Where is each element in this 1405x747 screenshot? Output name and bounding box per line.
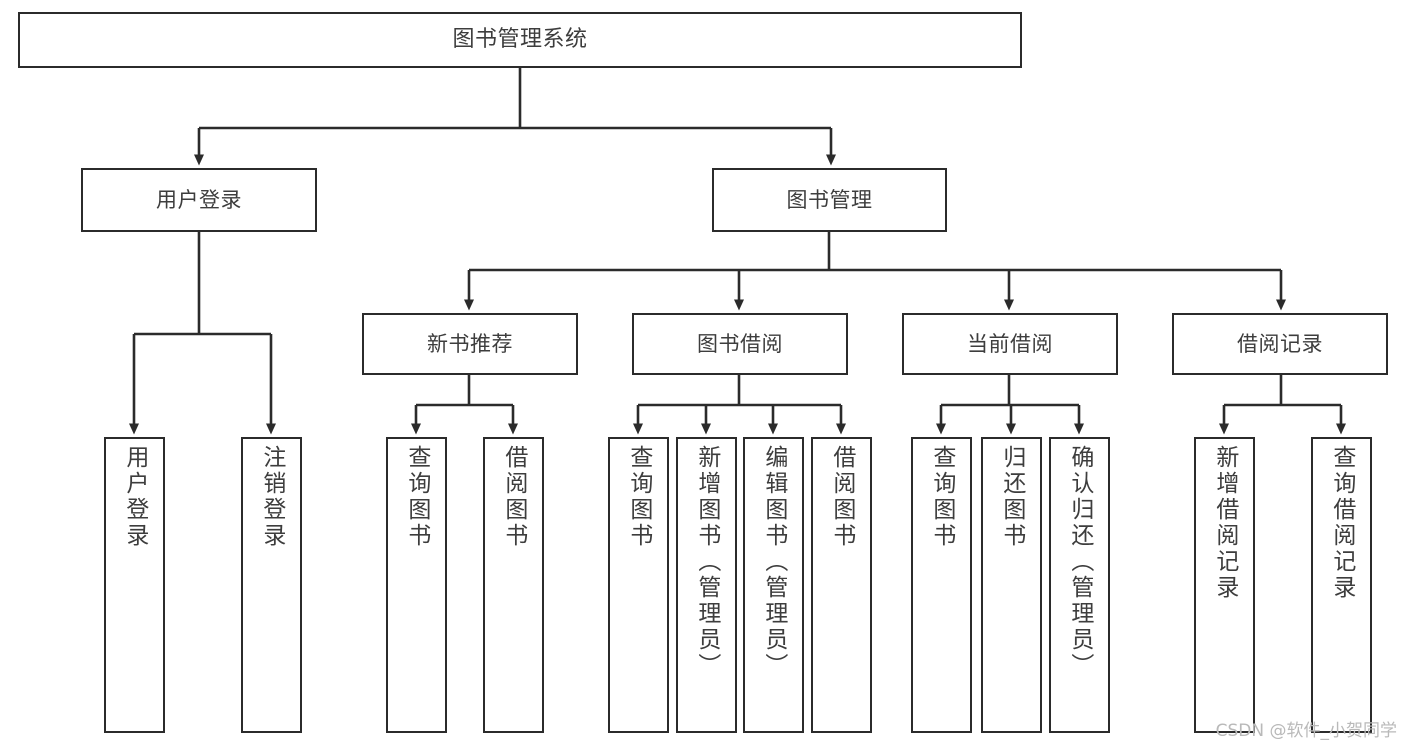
node-root-system[interactable]: 图书管理系统 <box>18 12 1022 68</box>
node-label: 查询图书 <box>403 445 430 549</box>
leaf-borrow-add-book[interactable]: 新增图书（管理员） <box>676 437 737 733</box>
leaf-user-login-logout[interactable]: 注销登录 <box>241 437 302 733</box>
leaf-borrow-edit-book[interactable]: 编辑图书（管理员） <box>743 437 804 733</box>
node-label: 注销登录 <box>258 445 285 549</box>
node-label: 查询图书 <box>625 445 652 549</box>
leaf-borrow-query-book[interactable]: 查询图书 <box>608 437 669 733</box>
leaf-new-book-query[interactable]: 查询图书 <box>386 437 447 733</box>
node-label: 图书管理 <box>786 187 873 212</box>
node-label: 确认归还（管理员） <box>1066 445 1093 679</box>
node-label: 新增借阅记录 <box>1211 445 1238 601</box>
node-label: 图书管理系统 <box>452 27 588 53</box>
leaf-record-query[interactable]: 查询借阅记录 <box>1311 437 1372 733</box>
node-user-login[interactable]: 用户登录 <box>81 168 317 232</box>
leaf-current-return-book[interactable]: 归还图书 <box>981 437 1042 733</box>
leaf-current-confirm-return[interactable]: 确认归还（管理员） <box>1049 437 1110 733</box>
node-borrow-record[interactable]: 借阅记录 <box>1172 313 1388 375</box>
node-label: 新书推荐 <box>427 331 513 356</box>
node-current-borrow[interactable]: 当前借阅 <box>902 313 1118 375</box>
leaf-user-login-login[interactable]: 用户登录 <box>104 437 165 733</box>
node-book-management[interactable]: 图书管理 <box>712 168 947 232</box>
node-label: 查询图书 <box>928 445 955 549</box>
leaf-record-add[interactable]: 新增借阅记录 <box>1194 437 1255 733</box>
node-label: 归还图书 <box>998 445 1025 549</box>
leaf-current-query-book[interactable]: 查询图书 <box>911 437 972 733</box>
leaf-new-book-borrow[interactable]: 借阅图书 <box>483 437 544 733</box>
node-label: 图书借阅 <box>697 331 783 356</box>
node-label: 用户登录 <box>156 187 242 212</box>
node-book-borrow[interactable]: 图书借阅 <box>632 313 848 375</box>
node-label: 新增图书（管理员） <box>693 445 720 679</box>
node-label: 用户登录 <box>121 445 148 549</box>
node-label: 借阅图书 <box>828 445 855 549</box>
node-label: 当前借阅 <box>967 331 1053 356</box>
node-label: 借阅记录 <box>1237 331 1323 356</box>
node-label: 查询借阅记录 <box>1328 445 1355 601</box>
node-label: 借阅图书 <box>500 445 527 549</box>
node-label: 编辑图书（管理员） <box>760 445 787 679</box>
node-new-book-recommend[interactable]: 新书推荐 <box>362 313 578 375</box>
leaf-borrow-borrow-book[interactable]: 借阅图书 <box>811 437 872 733</box>
